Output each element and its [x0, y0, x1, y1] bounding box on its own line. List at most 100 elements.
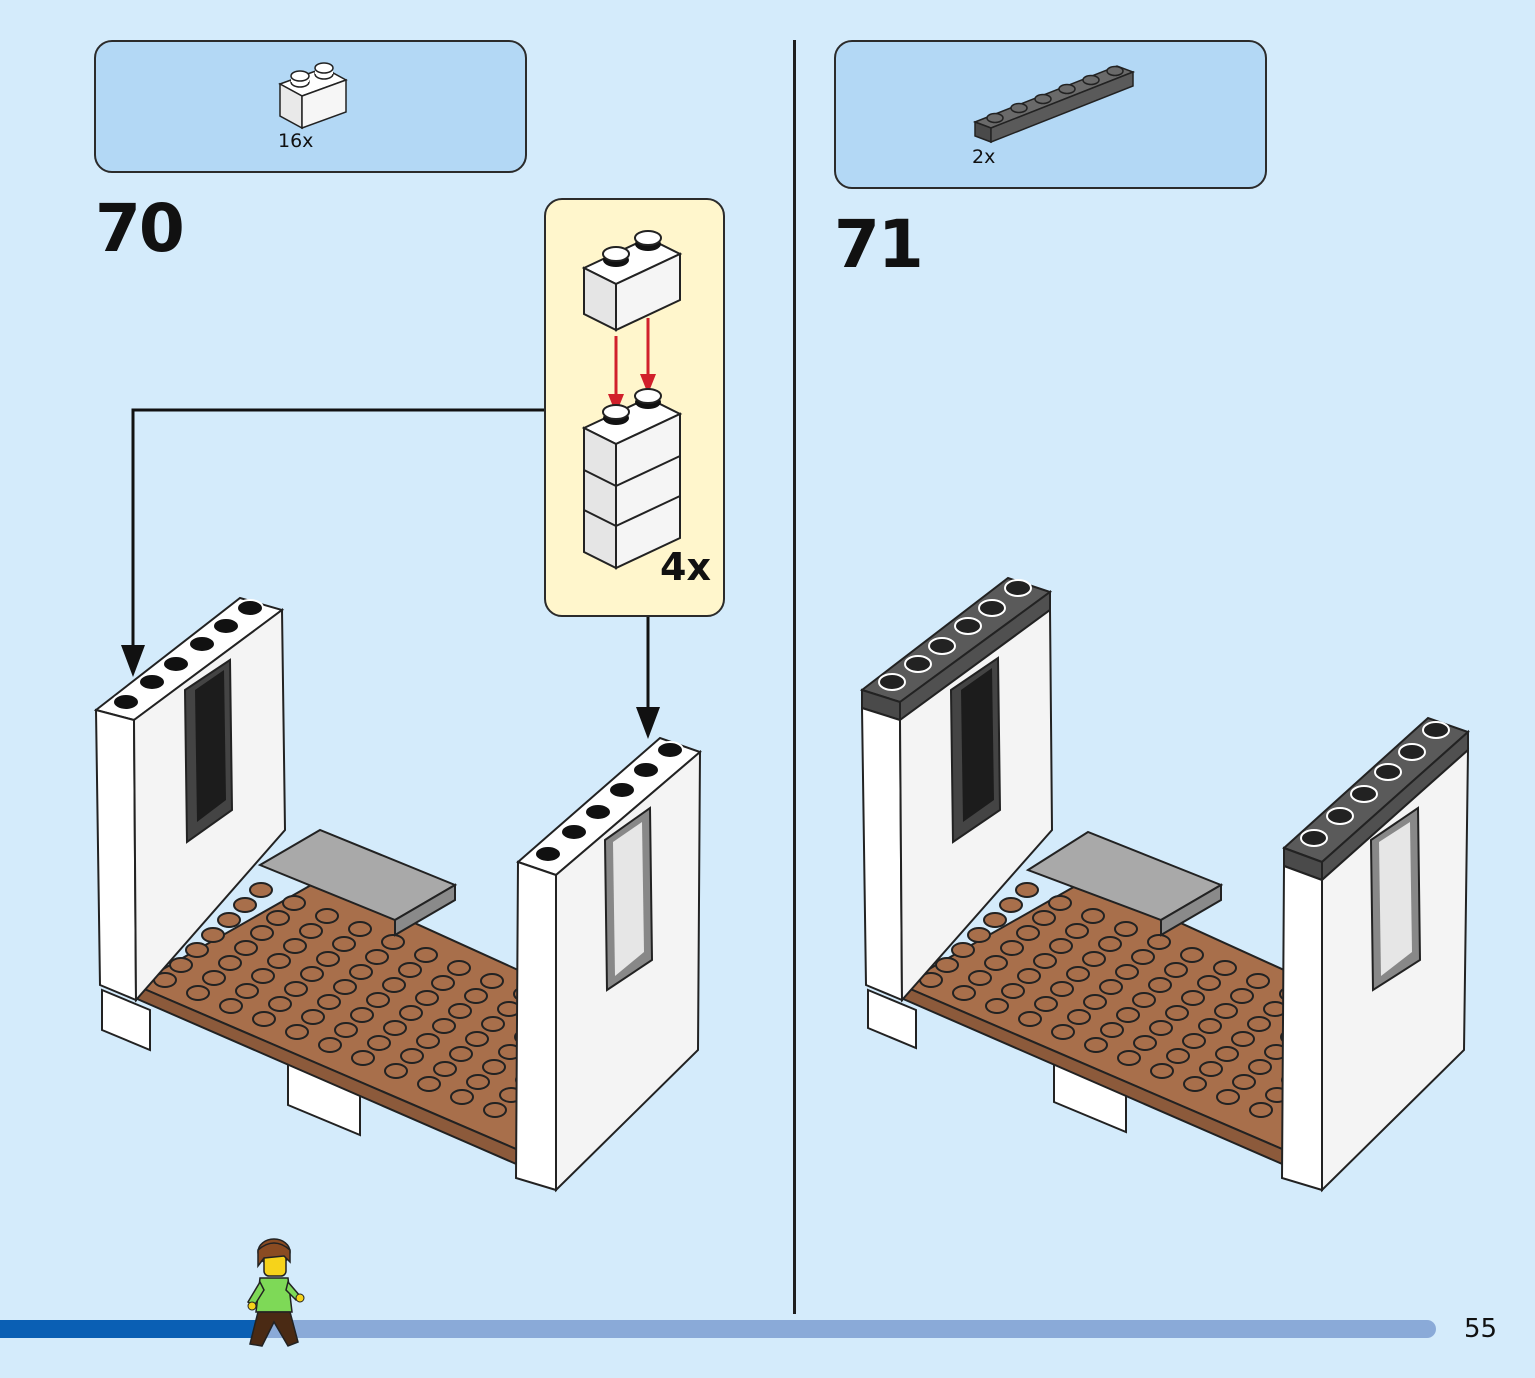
baseplate-stud — [398, 962, 422, 978]
baseplate-stud — [1016, 925, 1040, 941]
parts-quantity: 16x — [278, 130, 314, 152]
callout-quantity: 4x — [660, 545, 711, 589]
baseplate-stud — [365, 949, 389, 965]
baseplate-stud — [1216, 1089, 1240, 1105]
step-71-model — [859, 576, 1470, 1193]
baseplate-stud — [334, 1022, 358, 1038]
baseplate-stud — [968, 970, 992, 986]
baseplate-stud — [201, 927, 225, 943]
baseplate-stud — [382, 977, 406, 993]
step-70-parts-box: 16x — [94, 40, 527, 173]
baseplate-stud — [1197, 975, 1221, 991]
dark-gray-plate-1x6-icon — [972, 65, 1136, 144]
baseplate-stud — [252, 1011, 276, 1027]
baseplate-stud — [318, 1037, 342, 1053]
baseplate-stud — [1164, 962, 1188, 978]
baseplate-stud — [1182, 1033, 1206, 1049]
baseplate-stud — [1033, 953, 1057, 969]
baseplate-stud — [1098, 936, 1122, 952]
wall-stud — [236, 599, 264, 617]
baseplate-stud — [1083, 994, 1107, 1010]
baseplate-stud — [348, 921, 372, 937]
baseplate-stud — [1082, 951, 1106, 967]
baseplate-stud — [466, 1074, 490, 1090]
baseplate-stud — [416, 1033, 440, 1049]
baseplate-stud — [202, 970, 226, 986]
baseplate-stud — [1100, 1022, 1124, 1038]
baseplate-stud — [1181, 990, 1205, 1006]
step-number: 70 — [95, 190, 185, 267]
baseplate-stud — [483, 1102, 507, 1118]
baseplate-stud — [315, 908, 339, 924]
step-70-model — [93, 596, 702, 1193]
baseplate-stud — [283, 938, 307, 954]
white-brick-1x2-icon — [278, 62, 348, 130]
wall-stud — [978, 599, 1006, 617]
baseplate-stud — [1065, 923, 1089, 939]
placement-arrow-right — [636, 617, 660, 739]
baseplate-stud — [268, 996, 292, 1012]
baseplate-stud — [284, 981, 308, 997]
wall-stud — [162, 655, 190, 673]
baseplate-stud — [317, 994, 341, 1010]
baseplate-stud — [1015, 882, 1039, 898]
baseplate-stud — [1148, 977, 1172, 993]
baseplate-stud — [351, 1050, 375, 1066]
baseplate-stud — [1198, 1018, 1222, 1034]
baseplate-stud — [1066, 966, 1090, 982]
baseplate-stud — [448, 1003, 472, 1019]
baseplate-stud — [1018, 1011, 1042, 1027]
baseplate-stud — [1249, 1102, 1273, 1118]
baseplate-stud — [1048, 895, 1072, 911]
baseplate-stud — [219, 998, 243, 1014]
wall-stud — [608, 781, 636, 799]
baseplate-stud — [285, 1024, 309, 1040]
baseplate-stud — [1150, 1063, 1174, 1079]
baseplate-stud — [984, 955, 1008, 971]
baseplate-stud — [169, 957, 193, 973]
parts-quantity: 2x — [972, 146, 996, 168]
baseplate-stud — [1231, 1031, 1255, 1047]
wall-stud — [878, 673, 906, 691]
baseplate-stud — [1067, 1009, 1091, 1025]
baseplate-stud — [1232, 1074, 1256, 1090]
baseplate-stud — [185, 942, 209, 958]
baseplate-stud — [1199, 1061, 1223, 1077]
baseplate-stud — [417, 1076, 441, 1092]
baseplate-stud — [349, 964, 373, 980]
baseplate-stud — [218, 955, 242, 971]
wall-stud — [632, 761, 660, 779]
wall-stud — [1422, 721, 1450, 739]
step-71-parts-box: 2x — [834, 40, 1267, 189]
baseplate-stud — [431, 975, 455, 991]
baseplate-stud — [481, 1016, 505, 1032]
progress-bar — [0, 1320, 1436, 1338]
baseplate-stud — [450, 1089, 474, 1105]
baseplate-stud — [1147, 934, 1171, 950]
step-divider — [793, 40, 796, 1314]
baseplate-stud — [1246, 973, 1270, 989]
baseplate-stud — [233, 897, 257, 913]
baseplate-stud — [415, 990, 439, 1006]
wall-stud — [1004, 579, 1032, 597]
wall-stud — [1326, 807, 1354, 825]
baseplate-stud — [935, 957, 959, 973]
baseplate-stud — [999, 897, 1023, 913]
wall-stud — [954, 617, 982, 635]
baseplate-stud — [1132, 992, 1156, 1008]
page-number: 55 — [1464, 1314, 1498, 1344]
baseplate-stud — [1050, 981, 1074, 997]
baseplate-stud — [447, 960, 471, 976]
baseplate-stud — [1081, 908, 1105, 924]
baseplate-stud — [235, 983, 259, 999]
baseplate-stud — [952, 985, 976, 1001]
wall-stud — [1374, 763, 1402, 781]
baseplate-stud — [250, 925, 274, 941]
baseplate-stud — [1099, 979, 1123, 995]
baseplate-stud — [1049, 938, 1073, 954]
baseplate-stud — [1248, 1059, 1272, 1075]
baseplate-stud — [985, 998, 1009, 1014]
baseplate-stud — [967, 927, 991, 943]
baseplate-stud — [249, 882, 273, 898]
baseplate-stud — [1166, 1048, 1190, 1064]
